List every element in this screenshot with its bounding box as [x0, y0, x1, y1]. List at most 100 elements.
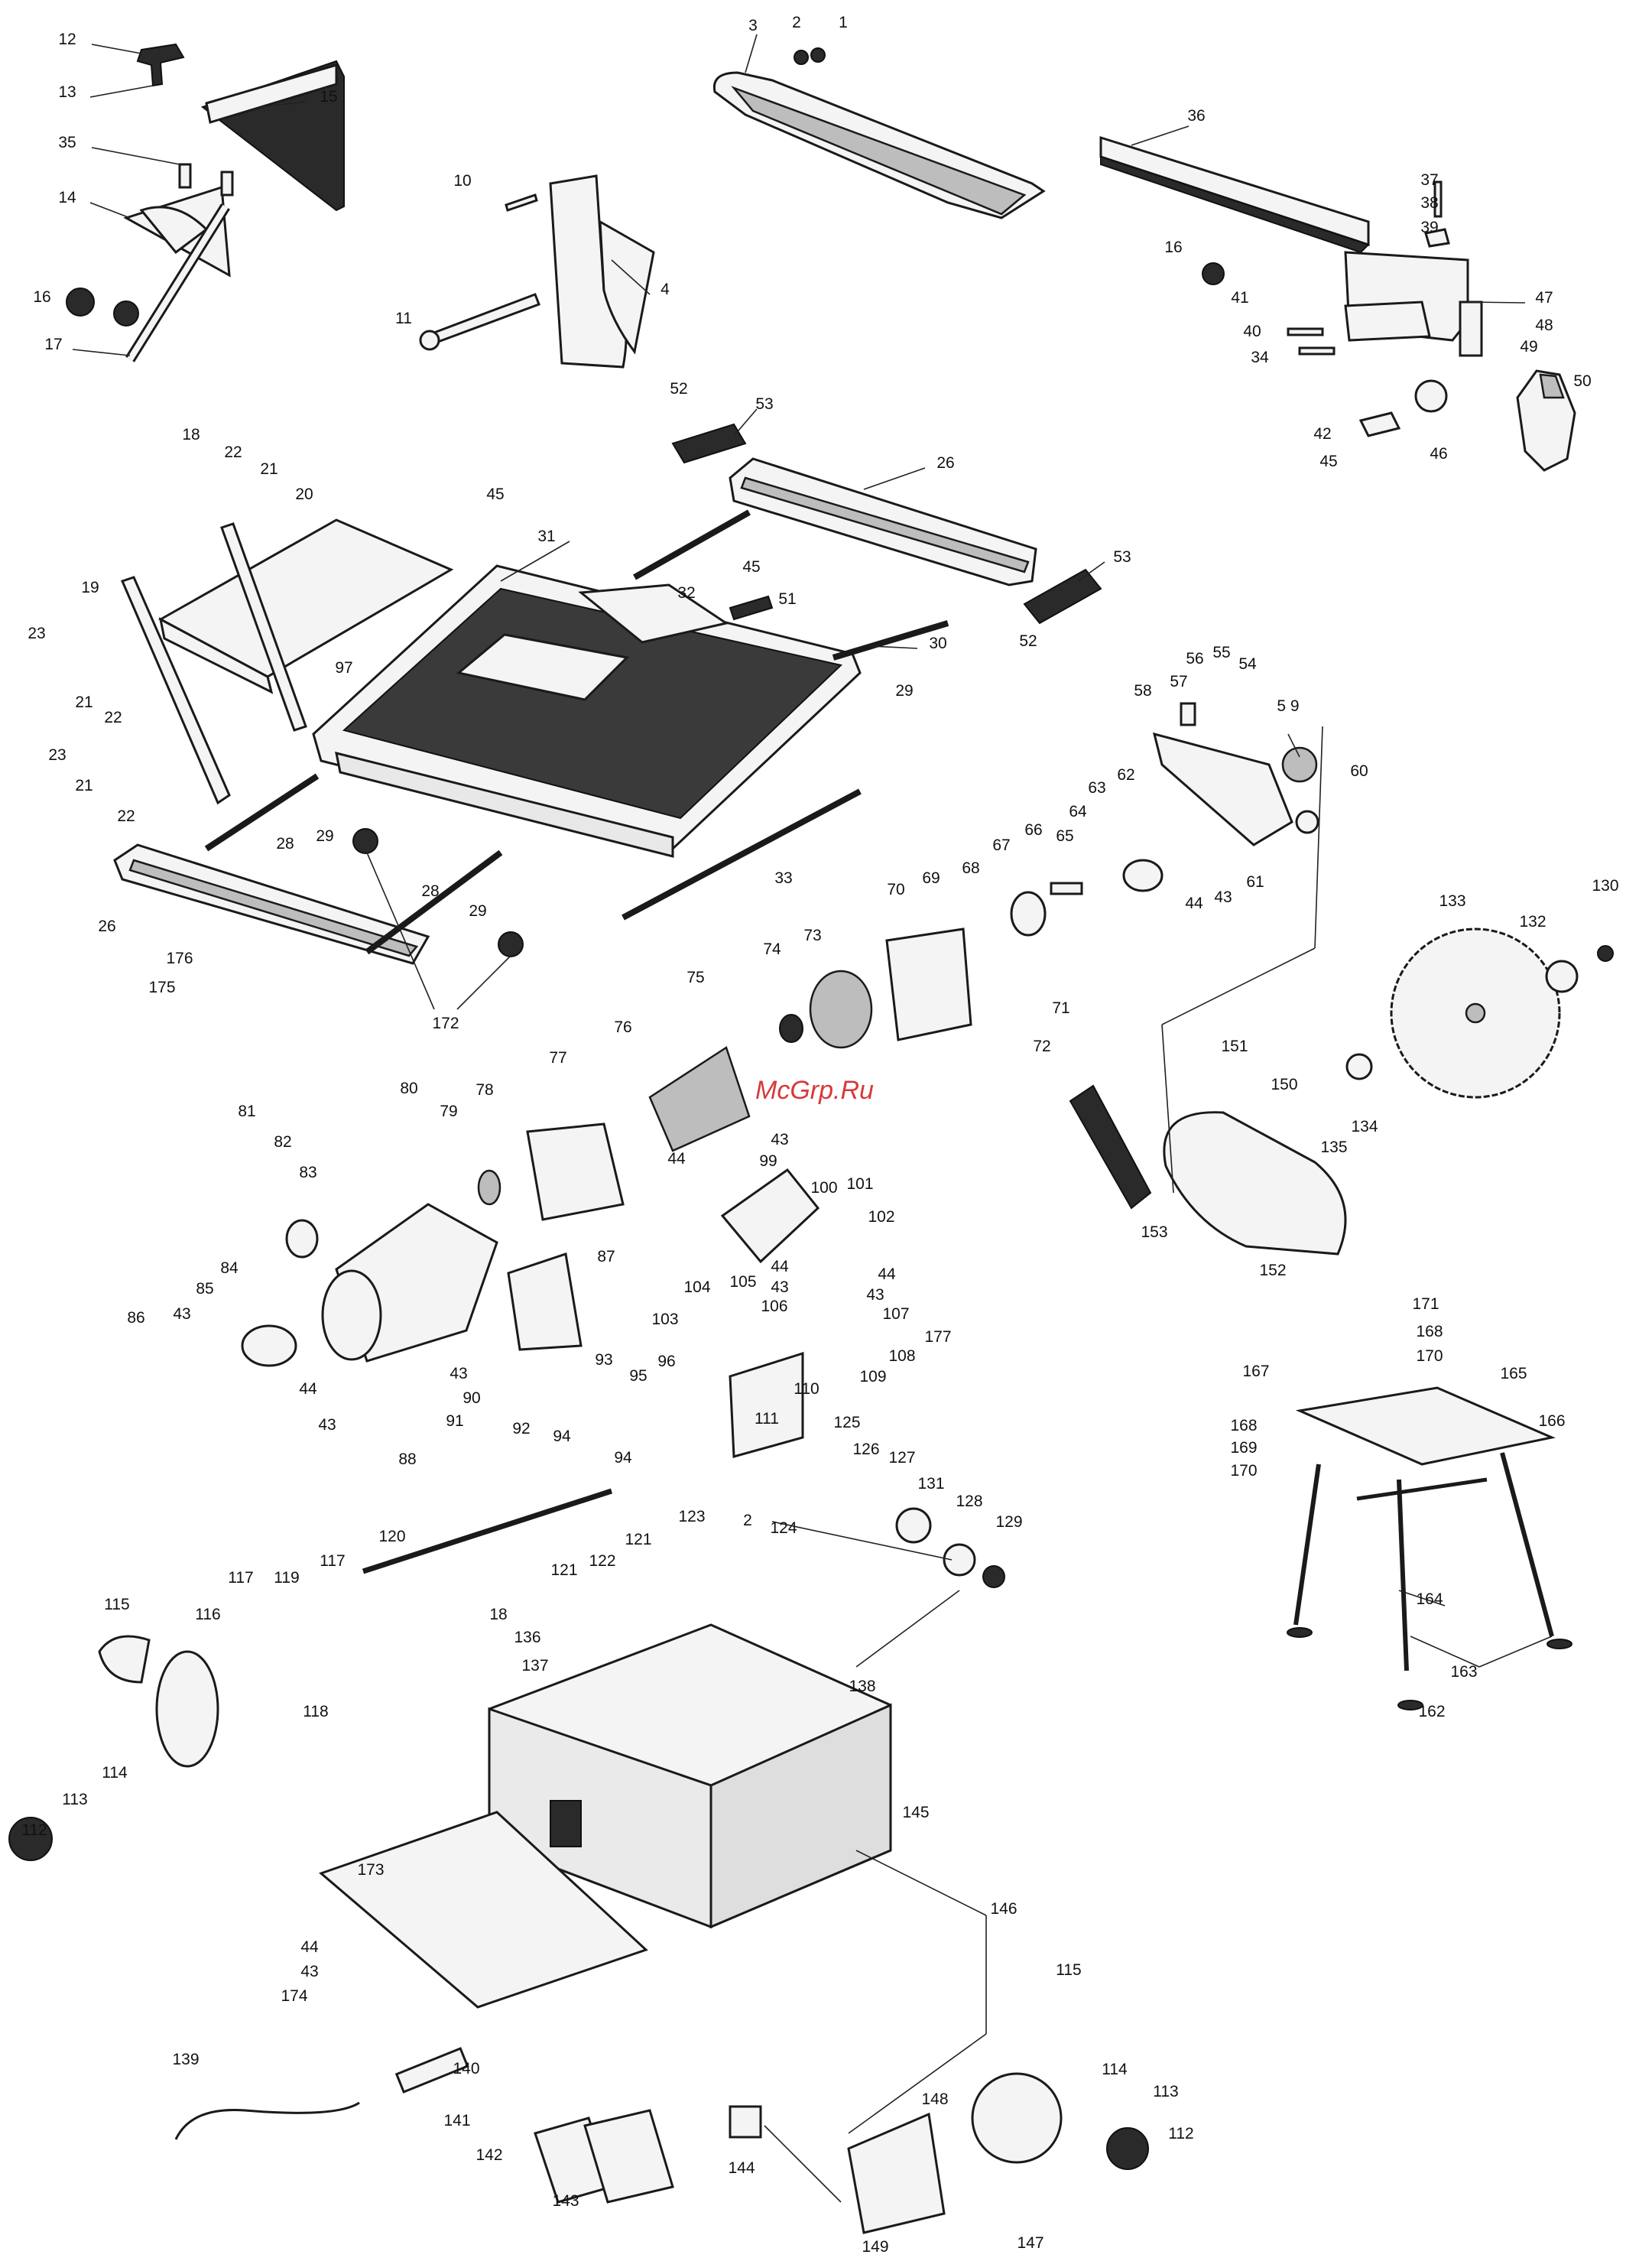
callout-label: 26 — [98, 918, 115, 935]
callout-label: 125 — [833, 1414, 860, 1431]
callout-label: 2 — [792, 14, 801, 31]
callout-label: 94 — [614, 1449, 632, 1467]
callout-label: 52 — [670, 380, 687, 398]
callout-label: 78 — [475, 1081, 493, 1099]
callout-label: 116 — [195, 1606, 220, 1623]
callout-label: 43 — [173, 1305, 190, 1323]
callout-label: 140 — [453, 2060, 479, 2077]
callout-label: 168 — [1230, 1417, 1257, 1434]
saw-blade-assembly — [1069, 927, 1614, 1256]
callout-label: 48 — [1535, 317, 1553, 334]
callout-label: 63 — [1088, 779, 1105, 797]
callout-label: 119 — [274, 1569, 299, 1587]
callout-label: 74 — [763, 940, 781, 958]
callout-label: 136 — [514, 1629, 540, 1646]
callout-label: 105 — [729, 1273, 756, 1291]
callout-label: 50 — [1573, 372, 1591, 390]
callout-label: 175 — [148, 979, 175, 996]
callout-label: 133 — [1439, 892, 1465, 910]
callout-label: 12 — [58, 31, 76, 48]
callout-label: 95 — [629, 1367, 647, 1385]
callout-label: 145 — [902, 1804, 929, 1821]
callout-label: 118 — [303, 1703, 328, 1720]
callout-label: 76 — [614, 1018, 631, 1036]
callout-label: 142 — [475, 2146, 502, 2164]
callout-label: 31 — [537, 528, 555, 545]
callout-label: 53 — [1113, 548, 1131, 566]
callout-label: 82 — [274, 1133, 291, 1151]
callout-label: 135 — [1320, 1139, 1347, 1156]
callout-label: 86 — [127, 1309, 144, 1327]
callout-label: 130 — [1592, 877, 1618, 895]
callout-label: 88 — [398, 1450, 416, 1468]
callout-label: 33 — [774, 869, 792, 887]
callout-label: 28 — [276, 835, 294, 853]
callout-label: 93 — [595, 1351, 612, 1369]
callout-label: 131 — [917, 1475, 944, 1493]
callout-label: 81 — [238, 1103, 255, 1120]
callout-label: 13 — [58, 83, 76, 101]
callout-label: 18 — [182, 426, 200, 443]
rip-fence-assembly — [1099, 135, 1576, 472]
callout-label: 44 — [667, 1150, 686, 1168]
callout-label: 79 — [440, 1103, 457, 1120]
callout-label: 43 — [771, 1131, 788, 1148]
callout-label: 152 — [1259, 1262, 1286, 1279]
callout-label: 148 — [921, 2090, 948, 2108]
callout-label: 4 — [660, 281, 670, 298]
motor-assembly — [241, 1046, 751, 1367]
callout-label: 69 — [922, 869, 940, 887]
callout-label: 68 — [962, 859, 979, 877]
callout-label: 65 — [1056, 827, 1073, 845]
callout-label: 16 — [1164, 239, 1182, 256]
callout-label: 91 — [446, 1412, 463, 1430]
callout-label: 15 — [320, 88, 337, 106]
callout-label: 166 — [1538, 1412, 1565, 1430]
callout-label: 128 — [956, 1493, 982, 1510]
callout-label: 170 — [1416, 1347, 1443, 1365]
callout-label: 132 — [1519, 913, 1546, 931]
callout-label: 99 — [759, 1152, 777, 1170]
callout-label: 83 — [299, 1164, 316, 1181]
callout-label: 29 — [895, 682, 913, 700]
callout-label: 45 — [486, 486, 504, 503]
callout-label: 44 — [771, 1258, 789, 1275]
callout-label: 144 — [728, 2159, 755, 2177]
callout-label: 177 — [924, 1328, 951, 1346]
callout-label: 151 — [1221, 1038, 1248, 1055]
callout-label: 40 — [1243, 323, 1261, 340]
callout-label: 143 — [552, 2192, 579, 2210]
callout-label: 49 — [1520, 338, 1537, 356]
callout-label: 21 — [75, 777, 92, 794]
callout-label: 169 — [1230, 1439, 1257, 1457]
callout-label: 153 — [1141, 1223, 1167, 1241]
callout-label: 47 — [1535, 289, 1553, 307]
callout-label: 102 — [868, 1208, 894, 1226]
callout-label: 107 — [882, 1305, 909, 1323]
callout-label: 51 — [778, 590, 796, 608]
callout-label: 108 — [888, 1347, 915, 1365]
callout-label: 28 — [421, 882, 439, 900]
callout-label: 64 — [1069, 803, 1087, 820]
callout-label: 121 — [625, 1531, 651, 1548]
callout-label: 32 — [677, 584, 695, 602]
callout-label: 112 — [1168, 2125, 1193, 2142]
callout-label: 42 — [1313, 425, 1331, 443]
callout-label: 134 — [1351, 1118, 1378, 1135]
callout-label: 44 — [300, 1938, 319, 1956]
callout-label: 111 — [755, 1410, 779, 1428]
callout-label: 38 — [1420, 194, 1438, 212]
miter-gauge-assembly — [66, 43, 345, 362]
callout-label: 70 — [887, 881, 904, 898]
callout-label: 44 — [299, 1380, 317, 1398]
callout-label: 117 — [320, 1552, 345, 1570]
callout-label: 162 — [1418, 1703, 1445, 1720]
callout-label: 21 — [260, 460, 277, 478]
callout-label: 174 — [281, 1987, 307, 2005]
callout-label: 104 — [683, 1278, 710, 1296]
callout-label: 55 — [1212, 644, 1230, 661]
callout-label: 44 — [878, 1265, 896, 1283]
callout-label: 120 — [378, 1528, 405, 1545]
callout-label: 123 — [678, 1508, 705, 1525]
